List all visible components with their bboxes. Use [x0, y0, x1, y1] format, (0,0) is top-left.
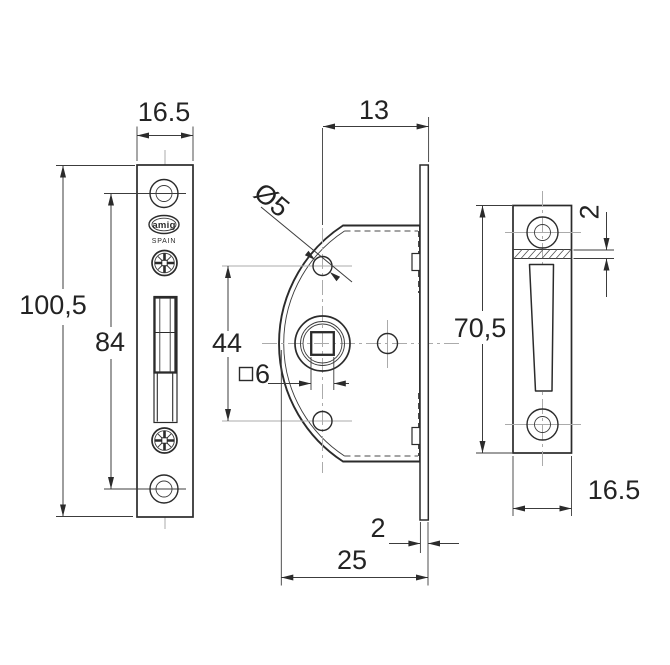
- dim-strike-width-label: 16.5: [588, 475, 641, 505]
- strike-slot: [528, 263, 555, 392]
- dim-hole-diameter-label: Ø5: [248, 177, 295, 223]
- brand-logo: amig SPAIN: [148, 214, 180, 245]
- dim-body-hole-spacing: 44: [212, 266, 242, 421]
- strike-plate-view: 70,5 2 16.5: [454, 191, 641, 516]
- dim-front-width: 16.5: [136, 97, 194, 161]
- phillips-screw-top-icon: [151, 249, 178, 277]
- faceplate-edge: [419, 164, 430, 521]
- logo-oval: [148, 214, 180, 235]
- dim-body-top-offset-label: 13: [359, 95, 389, 125]
- dim-front-height-label: 100,5: [19, 290, 87, 320]
- dim-front-height: 100,5: [19, 165, 135, 517]
- dim-spindle-square: 6: [238, 357, 349, 390]
- strike-top-screw-hole: [526, 216, 559, 249]
- dim-body-depth: 25: [280, 350, 428, 586]
- dim-strike-height: 70,5: [454, 205, 512, 454]
- logo-brand-text: amig: [152, 220, 175, 231]
- latch-bolt: [153, 296, 177, 374]
- dim-strike-thickness: 2: [573, 204, 614, 297]
- mounting-tab-bottom: [411, 426, 421, 446]
- dim-front-screw-spacing: 84: [95, 193, 125, 489]
- dim-faceplate-thickness: 2: [370, 513, 459, 586]
- mounting-tab-top: [411, 252, 421, 272]
- dim-body-depth-label: 25: [337, 545, 367, 575]
- square-symbol: [238, 366, 254, 382]
- strike-bottom-screw-hole: [526, 408, 559, 441]
- strike-hatch-band: [513, 249, 572, 259]
- dim-body-hole-spacing-label: 44: [212, 328, 242, 358]
- lock-body-view: 13 Ø5 44 6: [212, 95, 460, 586]
- dim-front-screw-spacing-label: 84: [95, 327, 125, 357]
- phillips-screw-bottom-icon: [151, 427, 178, 454]
- spindle-hub: [294, 315, 351, 372]
- dim-body-top-offset: 13: [323, 95, 430, 162]
- dim-faceplate-thickness-label: 2: [370, 513, 385, 543]
- dim-strike-width: 16.5: [512, 456, 641, 516]
- latch-slot: [153, 295, 178, 424]
- body-bottom-hole: [312, 410, 333, 432]
- front-plate-top-screw-hole: [149, 178, 179, 209]
- front-plate-bottom-screw-hole: [149, 474, 179, 504]
- dim-front-width-label: 16.5: [138, 97, 191, 127]
- body-side-hole: [376, 332, 399, 355]
- dim-spindle-square-label: 6: [255, 359, 270, 389]
- front-plate-view: amig SPAIN: [19, 97, 194, 532]
- logo-country-text: SPAIN: [152, 238, 177, 245]
- spindle-square-hole: [310, 331, 335, 356]
- dim-strike-thickness-label: 2: [575, 204, 605, 219]
- dim-strike-height-label: 70,5: [454, 313, 507, 343]
